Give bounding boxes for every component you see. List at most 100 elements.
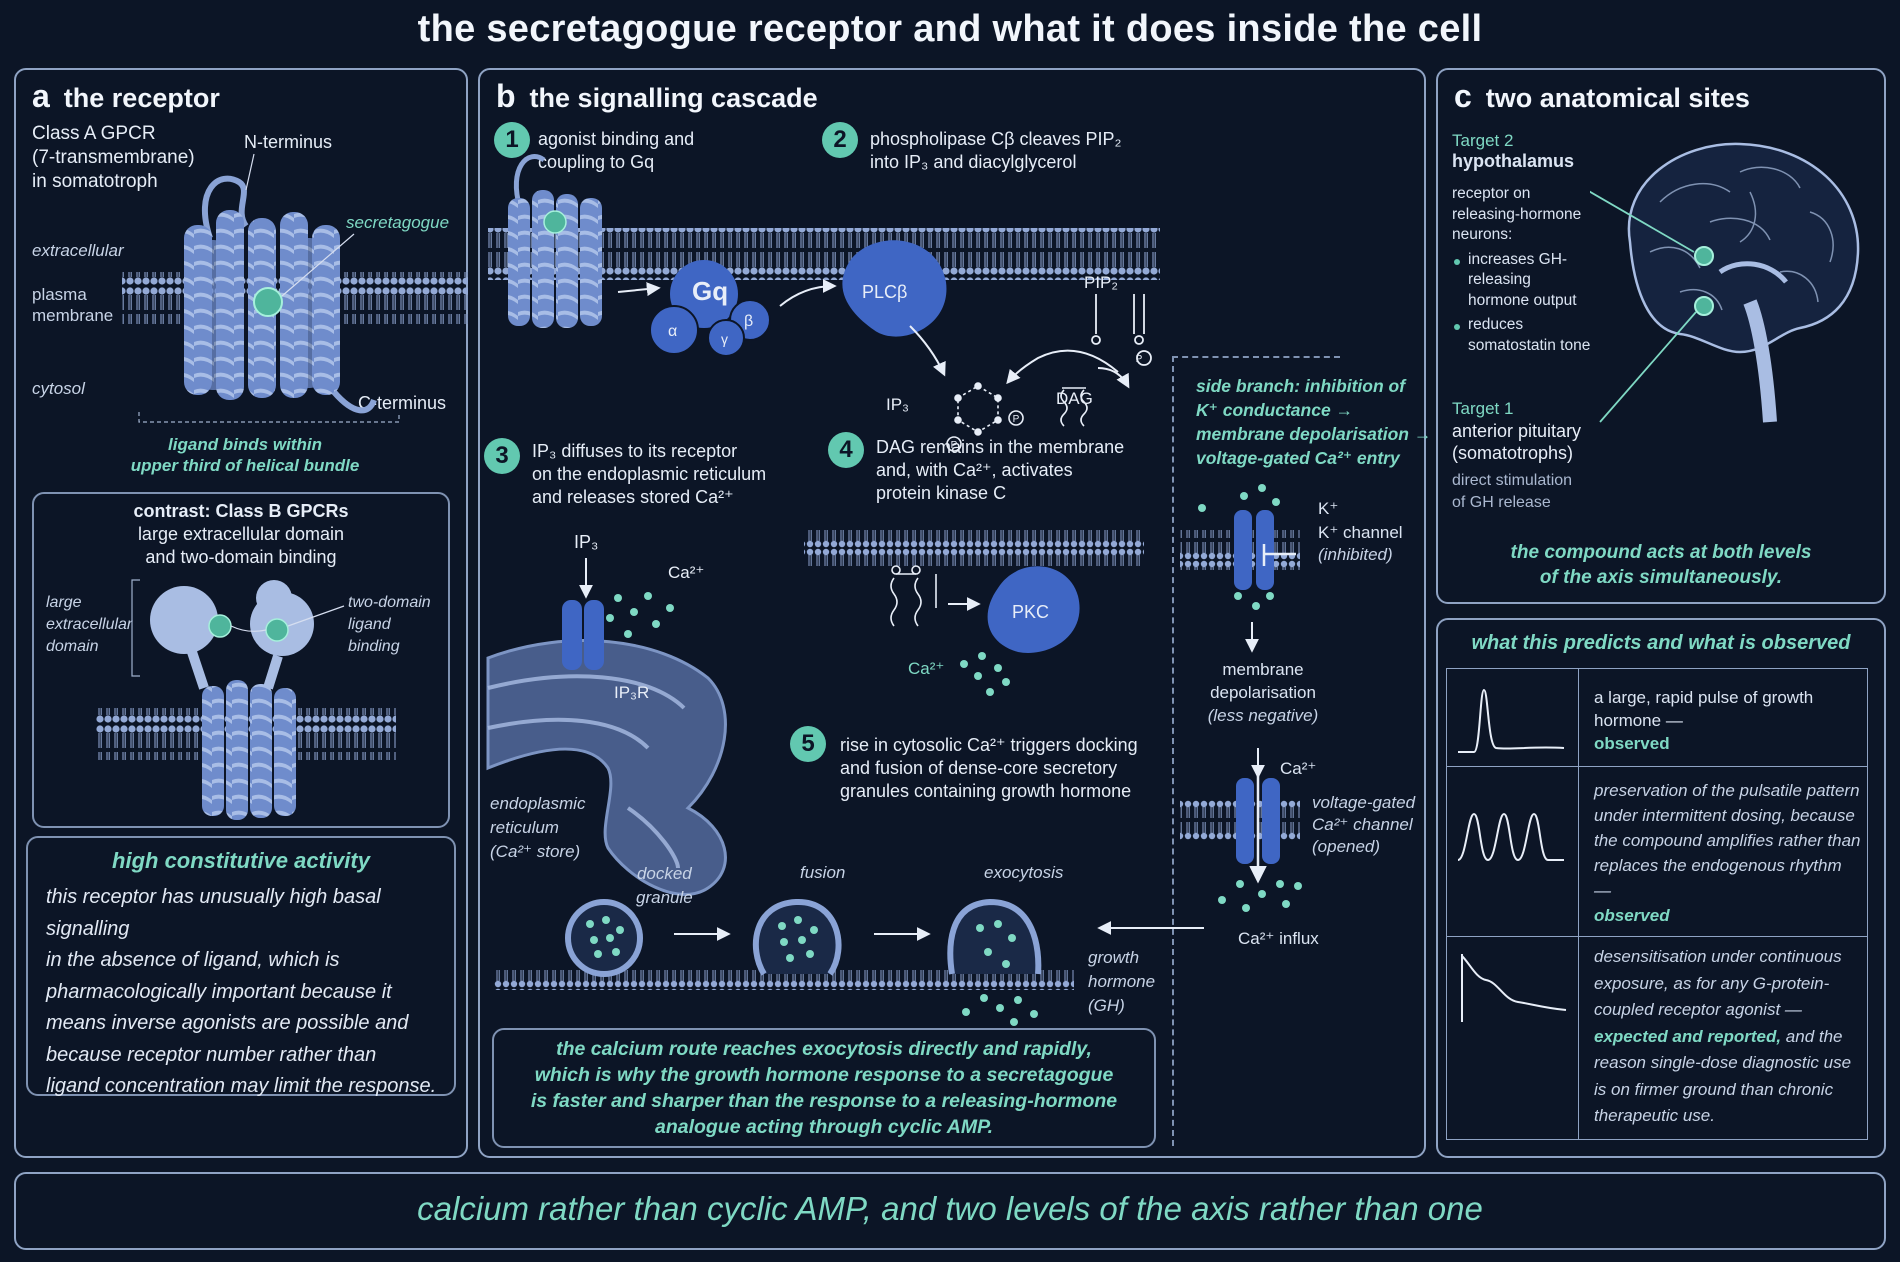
prediction-row-1-text: a large, rapid pulse of growth hormone — bbox=[1594, 688, 1814, 730]
brain-folds bbox=[1649, 166, 1834, 311]
page-title: the secretagogue receptor and what it do… bbox=[417, 8, 1483, 50]
two-domain-pointer bbox=[287, 605, 345, 627]
hca-line-6: ligand concentration may limit the respo… bbox=[46, 1075, 437, 1097]
step-3-badge: 3 bbox=[484, 438, 520, 474]
gpcr-step-1 bbox=[508, 154, 602, 328]
brainstem bbox=[1743, 299, 1777, 423]
step-5-text: rise in cytosolic Ca²⁺ triggers docking … bbox=[840, 734, 1138, 803]
endoplasmic-reticulum bbox=[486, 639, 727, 896]
k-channel-label: K⁺ channel (inhibited) bbox=[1318, 522, 1403, 566]
k-channel-line-2: (inhibited) bbox=[1318, 545, 1393, 564]
pkc-calcium bbox=[960, 652, 1010, 696]
prediction-row-2-status: observed bbox=[1594, 906, 1670, 925]
step-2-badge: 2 bbox=[822, 122, 858, 158]
target-1-name-2: (somatotrophs) bbox=[1452, 443, 1574, 463]
target-1-desc-2: of GH release bbox=[1452, 494, 1551, 511]
constitutive-activity-text: high constitutive activity this receptor… bbox=[26, 848, 456, 1103]
hca-line-1: this receptor has unusually high basal s… bbox=[46, 886, 381, 940]
target-2-label: Target 2 bbox=[1452, 131, 1514, 150]
gq-label: Gq bbox=[692, 276, 728, 306]
pkc-label: PKC bbox=[1012, 602, 1049, 622]
fusion-granule-contents bbox=[778, 916, 818, 962]
step-5-line-1: rise in cytosolic Ca²⁺ triggers docking bbox=[840, 735, 1138, 755]
class-b-sub-2: and two-domain binding bbox=[145, 547, 337, 567]
extracellular-label: extracellular bbox=[32, 241, 124, 260]
er-line-2: reticulum bbox=[490, 818, 559, 837]
ca-influx-to-exocytosis-arrow bbox=[1097, 921, 1202, 935]
step-4-badge: 4 bbox=[828, 432, 864, 468]
step-2-text: phospholipase Cβ cleaves PIP₂ into IP₃ a… bbox=[870, 128, 1121, 174]
side-line-1: side branch: inhibition of bbox=[1196, 376, 1406, 396]
hca-line-2: in the absence of ligand, which is bbox=[46, 949, 340, 971]
beta-label: β bbox=[744, 313, 753, 330]
vg-line-1: voltage-gated bbox=[1312, 793, 1416, 812]
er-line-3: (Ca²⁺ store) bbox=[490, 842, 581, 861]
class-b-heading: contrast: Class B GPCRs large extracellu… bbox=[32, 500, 450, 569]
target-2-description: receptor on releasing-hormone neurons: i… bbox=[1452, 184, 1592, 356]
secretagogue-ligand bbox=[253, 287, 283, 317]
predicts-panel bbox=[1436, 618, 1886, 1158]
pituitary-pointer bbox=[1599, 311, 1697, 423]
panel-a-letter: a bbox=[32, 78, 50, 114]
two-domain-label: two-domain ligand binding bbox=[348, 592, 431, 658]
prediction-row-1-status: observed bbox=[1594, 734, 1670, 753]
c-terminus-tail bbox=[331, 389, 377, 414]
prediction-row-2-text: preservation of the pulsatile pattern un… bbox=[1594, 781, 1861, 900]
n-terminus-pointer bbox=[245, 153, 255, 191]
brain-diagram bbox=[1590, 142, 1860, 423]
k-ion-label: K⁺ bbox=[1318, 499, 1339, 518]
er-label: endoplasmic reticulum (Ca²⁺ store) bbox=[490, 792, 585, 864]
helix-bundle bbox=[184, 210, 340, 400]
predicts-row-divider-2 bbox=[1446, 936, 1868, 937]
step-5-badge: 5 bbox=[790, 726, 826, 762]
target-2-name: hypothalamus bbox=[1452, 151, 1575, 171]
gamma-label: γ bbox=[721, 331, 728, 347]
two-domain-3: binding bbox=[348, 638, 400, 655]
calcium-route-text: the calcium route reaches exocytosis dir… bbox=[492, 1036, 1156, 1140]
dag-molecule bbox=[1060, 387, 1088, 427]
ligand-note-1: ligand binds within bbox=[168, 435, 322, 454]
exocytosis-label: exocytosis bbox=[984, 863, 1064, 882]
side-branch-divider bbox=[1172, 356, 1174, 1146]
pip2-label: PIP₂ bbox=[1084, 273, 1118, 292]
footer-box bbox=[14, 1172, 1886, 1250]
hypothalamus-marker bbox=[1694, 246, 1714, 266]
cascade-diagram: Gq α β γ PLCβ P PIP₂ P P IP₃ DAG IP₃ IP₃… bbox=[486, 154, 1160, 1026]
membrane-bottom bbox=[494, 968, 1074, 990]
ca-influx-ions bbox=[1218, 880, 1302, 912]
hca-line-3: pharmacologically important because it bbox=[46, 980, 392, 1003]
panel-c-letter: c bbox=[1454, 78, 1472, 114]
step-4-text: DAG remains in the membrane and, with Ca… bbox=[876, 436, 1124, 505]
constitutive-activity-box bbox=[26, 836, 456, 1096]
docked-line-1: docked bbox=[636, 864, 692, 883]
plasma-line-2: membrane bbox=[32, 306, 114, 325]
n-terminus-tail bbox=[202, 175, 249, 239]
ligand-bracket bbox=[138, 412, 400, 423]
calcium-line-2: which is why the growth hormone response… bbox=[534, 1064, 1114, 1086]
calcium-line-3: is faster and sharper than the response … bbox=[530, 1090, 1118, 1112]
k-channel bbox=[1234, 510, 1296, 590]
exocytosis-granule bbox=[947, 898, 1042, 975]
prediction-row-3-text-2: and the reason single-dose diagnostic us… bbox=[1594, 1026, 1852, 1126]
plcb-enzyme bbox=[842, 240, 947, 337]
alpha-label: α bbox=[668, 323, 677, 340]
both-line-1: the compound acts at both levels bbox=[1510, 542, 1812, 563]
t2-desc-2: releasing-hormone bbox=[1452, 205, 1582, 223]
released-growth-hormone bbox=[962, 920, 1038, 1026]
target-2-block: Target 2 hypothalamus bbox=[1452, 130, 1574, 172]
ip3-receptor bbox=[562, 600, 604, 670]
ca-influx-label: Ca²⁺ influx bbox=[1238, 929, 1319, 948]
desensitisation-trace bbox=[1461, 954, 1567, 1022]
step-1-text: agonist binding and coupling to Gq bbox=[538, 128, 694, 174]
class-b-helix-bundle bbox=[202, 680, 296, 820]
panel-b-letter: b bbox=[496, 78, 516, 114]
gh-line-3: (GH) bbox=[1088, 996, 1125, 1015]
gh-line-2: hormone bbox=[1088, 972, 1156, 991]
side-branch-title: side branch: inhibition of K⁺ conductanc… bbox=[1196, 374, 1431, 470]
side-line-3: membrane depolarisation → bbox=[1196, 424, 1432, 444]
pituitary-marker bbox=[1694, 296, 1714, 316]
target-1-label: Target 1 bbox=[1452, 399, 1514, 418]
ip3-phosphate-2: P bbox=[951, 440, 958, 451]
side-branch-top-rule bbox=[1172, 356, 1340, 358]
